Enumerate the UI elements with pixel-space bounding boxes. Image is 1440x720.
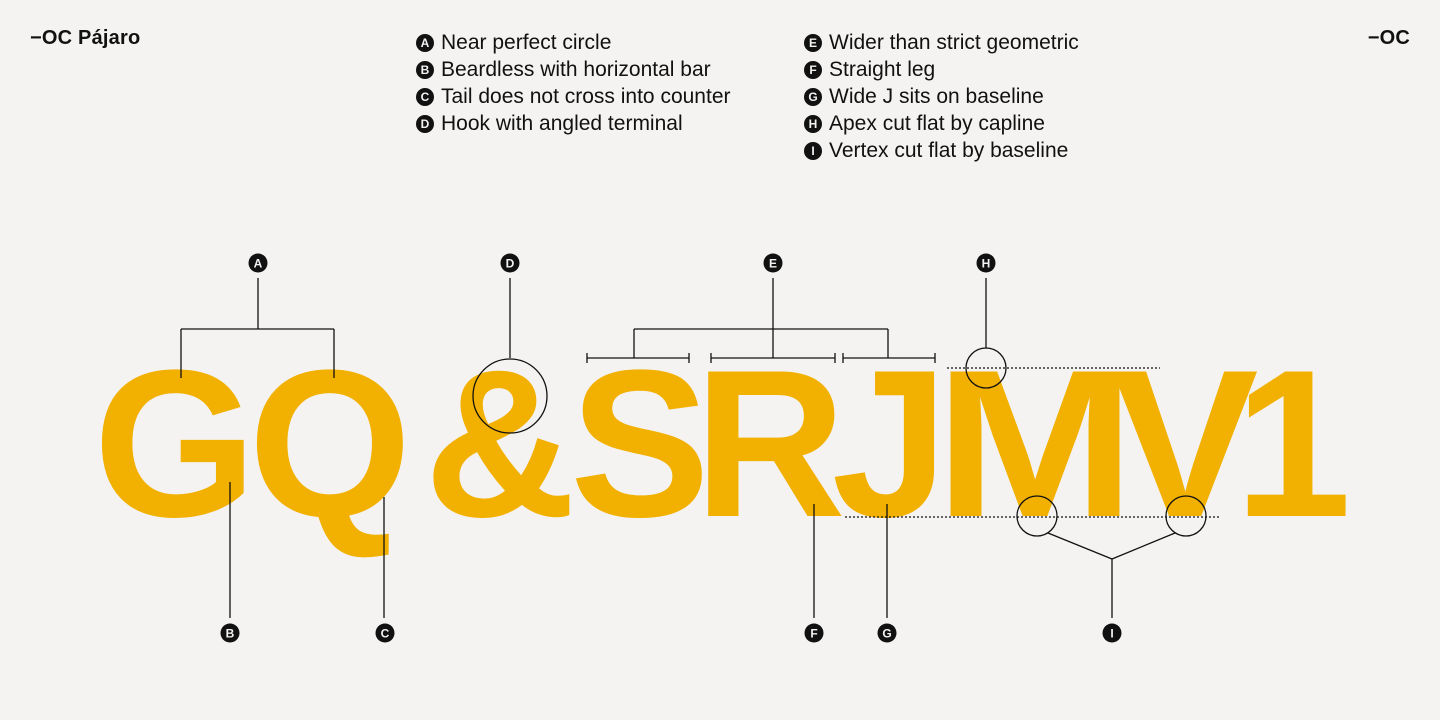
glyph-6: J [832, 326, 949, 561]
legend-text-d: Hook with angled terminal [441, 112, 683, 135]
marker-h-icon: H [976, 253, 996, 273]
marker-e-icon: E [763, 253, 783, 273]
callout-h-circle [965, 347, 1007, 389]
svg-text:H: H [982, 256, 991, 270]
marker-d-icon: D [500, 253, 520, 273]
marker-h-icon: H [804, 114, 822, 133]
legend-text-e: Wider than strict geometric [829, 31, 1079, 54]
legend-text-i: Vertex cut flat by baseline [829, 139, 1069, 162]
annotation-lines [180, 278, 1220, 618]
glyph-8: V [1111, 326, 1258, 561]
legend-text-h: Apex cut flat by capline [829, 112, 1045, 135]
marker-i-icon: I [1102, 623, 1122, 643]
svg-text:D: D [506, 256, 515, 270]
svg-text:F: F [810, 626, 817, 640]
legend-item-h: H Apex cut flat by capline [804, 110, 1079, 137]
svg-text:A: A [254, 256, 263, 270]
marker-e-icon: E [804, 33, 822, 52]
legend-item-b: B Beardless with horizontal bar [416, 56, 731, 83]
svg-text:B: B [226, 626, 235, 640]
glyph-9: 1 [1235, 326, 1352, 561]
marker-d-icon: D [416, 114, 434, 133]
legend-item-c: C Tail does not cross into counter [416, 83, 731, 110]
legend-text-g: Wide J sits on baseline [829, 85, 1044, 108]
legend-item-d: D Hook with angled terminal [416, 110, 731, 137]
legend-text-f: Straight leg [829, 58, 936, 81]
svg-text:G: G [882, 626, 891, 640]
callout-i-circle-m [1016, 495, 1058, 537]
callout-i-right-branch [1111, 532, 1176, 560]
marker-b-icon: B [220, 623, 240, 643]
legend-item-f: F Straight leg [804, 56, 1079, 83]
svg-text:E: E [769, 256, 777, 270]
marker-g-icon: G [804, 87, 822, 106]
font-title: −OC Pájaro [30, 27, 141, 49]
callout-d-circle [472, 358, 548, 434]
legend-text-a: Near perfect circle [441, 31, 612, 54]
marker-c-icon: C [416, 87, 434, 106]
marker-g-icon: G [877, 623, 897, 643]
marker-i-icon: I [804, 141, 822, 160]
legend-item-i: I Vertex cut flat by baseline [804, 137, 1079, 164]
glyph-3: & [424, 326, 576, 561]
glyph-1: G [93, 326, 256, 561]
marker-a-icon: A [248, 253, 268, 273]
marker-a-icon: A [416, 33, 434, 52]
svg-text:C: C [381, 626, 390, 640]
glyph-2: Q [248, 326, 411, 561]
legend-text-b: Beardless with horizontal bar [441, 58, 711, 81]
foundry-mark: −OC [1367, 27, 1410, 49]
marker-b-icon: B [416, 60, 434, 79]
legend-item-g: G Wide J sits on baseline [804, 83, 1079, 110]
marker-c-icon: C [375, 623, 395, 643]
marker-f-icon: F [804, 623, 824, 643]
annotation-markers: A B C D E F G H I [220, 253, 1122, 643]
legend-text-c: Tail does not cross into counter [441, 85, 731, 108]
legend-item-a: A Near perfect circle [416, 29, 731, 56]
legend-column-2: E Wider than strict geometric F Straight l… [804, 29, 1079, 164]
glyph-4: S [570, 326, 710, 561]
callout-i-circle-v [1165, 495, 1207, 537]
glyph-7: M [934, 326, 1135, 561]
legend-item-e: E Wider than strict geometric [804, 29, 1079, 56]
glyph-5: R [694, 326, 846, 561]
marker-f-icon: F [804, 60, 822, 79]
legend-column-1: A Near perfect circle B Beardless with hor… [416, 29, 731, 137]
callout-i-left-branch [1047, 532, 1113, 560]
svg-text:I: I [1110, 626, 1113, 640]
